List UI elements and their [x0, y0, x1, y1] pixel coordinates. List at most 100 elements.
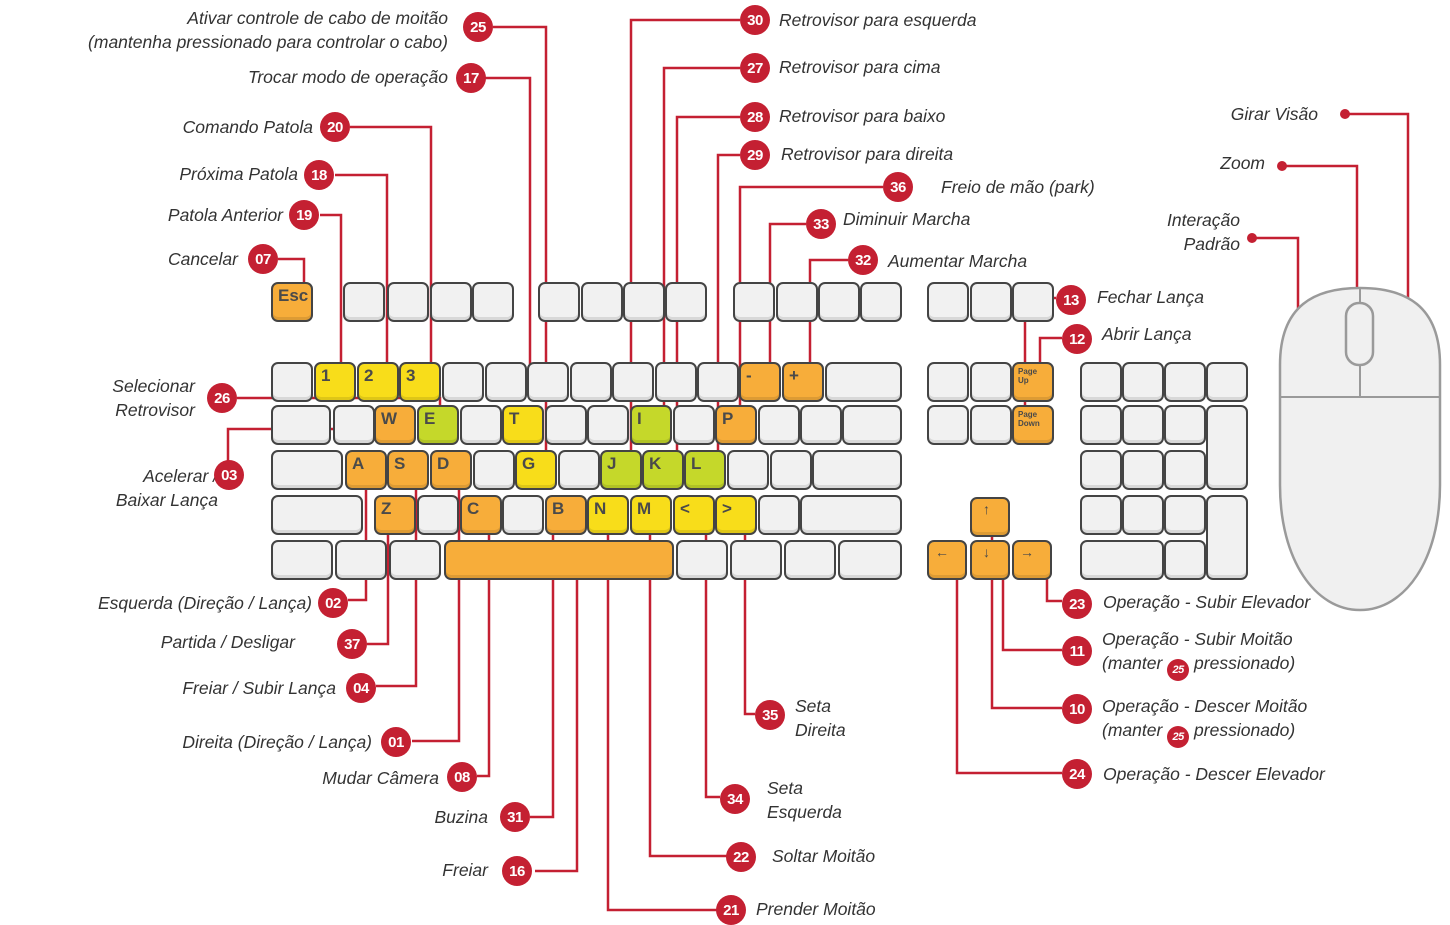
key-num4 — [1080, 450, 1122, 490]
key-ralt — [676, 540, 728, 580]
key-insert — [927, 362, 969, 402]
badge-23: 23 — [1062, 589, 1092, 619]
key-7 — [570, 362, 612, 402]
callout-text: Operação - Subir Moitão — [1102, 629, 1293, 649]
mouse-label-girar: Girar Visão — [1231, 102, 1318, 126]
callout-label-35: Seta Direita — [795, 694, 846, 742]
callout-label-11: Operação - Subir Moitão (manter 25 press… — [1102, 627, 1295, 681]
key-label: + — [789, 366, 799, 385]
key-lt: < — [673, 495, 715, 535]
callout-label-27: Retrovisor para cima — [779, 55, 940, 79]
badge-25: 25 — [463, 12, 493, 42]
callout-text: Operação - Subir Elevador — [1103, 592, 1311, 612]
callout-text: Acelerar / — [143, 466, 218, 486]
callout-text: Buzina — [434, 807, 488, 827]
callout-text: Selecionar — [112, 376, 195, 396]
key-f12 — [860, 282, 902, 322]
key-e: E — [417, 405, 459, 445]
key-backspace — [825, 362, 902, 402]
key-arrow-left: ← — [927, 540, 967, 580]
key-menu — [784, 540, 836, 580]
badge-32: 32 — [848, 245, 878, 275]
mouse-label-interacao: Interação Padrão — [1167, 208, 1240, 256]
badge-08: 08 — [447, 762, 477, 792]
key-label: 3 — [406, 366, 416, 385]
key-bracket-close — [800, 405, 842, 445]
key-bracket-open — [758, 405, 800, 445]
key-enter — [812, 450, 902, 490]
key-num-plus — [1206, 405, 1248, 490]
callout-label-30: Retrovisor para esquerda — [779, 8, 976, 32]
callout-text-line2: (manter 25 pressionado) — [1102, 651, 1295, 681]
callout-text: Próxima Patola — [179, 164, 298, 184]
callout-label-22: Soltar Moitão — [772, 844, 875, 868]
badge-33: 33 — [806, 209, 836, 239]
key-9 — [655, 362, 697, 402]
callout-text: Partida / Desligar — [160, 632, 295, 652]
badge-10: 10 — [1062, 694, 1092, 724]
callout-text: Retrovisor para direita — [781, 144, 954, 164]
badge-28: 28 — [740, 102, 770, 132]
callout-label-32: Aumentar Marcha — [888, 249, 1027, 273]
badge-37: 37 — [337, 629, 367, 659]
key-f8 — [665, 282, 707, 322]
key-p: P — [715, 405, 757, 445]
callout-label-13: Fechar Lança — [1097, 285, 1204, 309]
badge-36: 36 — [883, 172, 913, 202]
key-label: K — [649, 454, 662, 473]
key-arrow-right: → — [1012, 540, 1052, 580]
key-label: ← — [935, 544, 949, 560]
key-label: Page Up — [1018, 367, 1038, 385]
callout-label-20: Comando Patola — [183, 115, 313, 139]
callout-text: (mantenha pressionado para controlar o c… — [88, 32, 448, 52]
callout-label-31: Buzina — [434, 805, 488, 829]
key-label: Z — [381, 499, 392, 518]
key-t: T — [502, 405, 544, 445]
badge-21: 21 — [716, 895, 746, 925]
badge-30: 30 — [740, 5, 770, 35]
badge-26: 26 — [207, 383, 237, 413]
key-a: A — [345, 450, 387, 490]
badge-25-inline: 25 — [1167, 726, 1190, 748]
key-num8 — [1122, 405, 1164, 445]
callout-text: Patola Anterior — [167, 205, 283, 225]
callout-label-21: Prender Moitão — [756, 897, 876, 921]
key-num6 — [1164, 450, 1206, 490]
key-m: M — [630, 495, 672, 535]
key-3: 3 — [399, 362, 441, 402]
key-backslash — [842, 405, 902, 445]
callout-text: Direita (Direção / Lança) — [182, 732, 372, 752]
callout-text: Baixar Lança — [115, 490, 218, 510]
key-label: T — [509, 409, 520, 428]
callout-text: Seta — [795, 696, 831, 716]
key-0 — [697, 362, 739, 402]
callout-label-37: Partida / Desligar — [161, 630, 295, 654]
key-label: J — [607, 454, 617, 473]
callout-text: Esquerda — [767, 802, 842, 822]
badge-22: 22 — [726, 842, 756, 872]
key-label: A — [352, 454, 365, 473]
key-label: N — [594, 499, 607, 518]
callout-text: Diminuir Marcha — [843, 209, 971, 229]
key-2: 2 — [357, 362, 399, 402]
callout-text: Esquerda (Direção / Lança) — [98, 593, 312, 613]
key-label: L — [691, 454, 702, 473]
callout-label-18: Próxima Patola — [179, 162, 298, 186]
callout-label-01: Direita (Direção / Lança) — [182, 730, 372, 754]
key-b: B — [545, 495, 587, 535]
key-num7 — [1080, 405, 1122, 445]
key-y — [545, 405, 587, 445]
key-g: G — [515, 450, 557, 490]
badge-35: 35 — [755, 700, 785, 730]
key-quote — [770, 450, 812, 490]
key-1: 1 — [314, 362, 356, 402]
badge-34: 34 — [720, 784, 750, 814]
key-lalt — [389, 540, 441, 580]
key-n: N — [587, 495, 629, 535]
badge-04: 04 — [346, 673, 376, 703]
key-h — [558, 450, 600, 490]
key-f11 — [818, 282, 860, 322]
key-minus: - — [739, 362, 781, 402]
callout-label-33: Diminuir Marcha — [843, 207, 970, 231]
callout-text: Retrovisor para esquerda — [779, 10, 977, 30]
